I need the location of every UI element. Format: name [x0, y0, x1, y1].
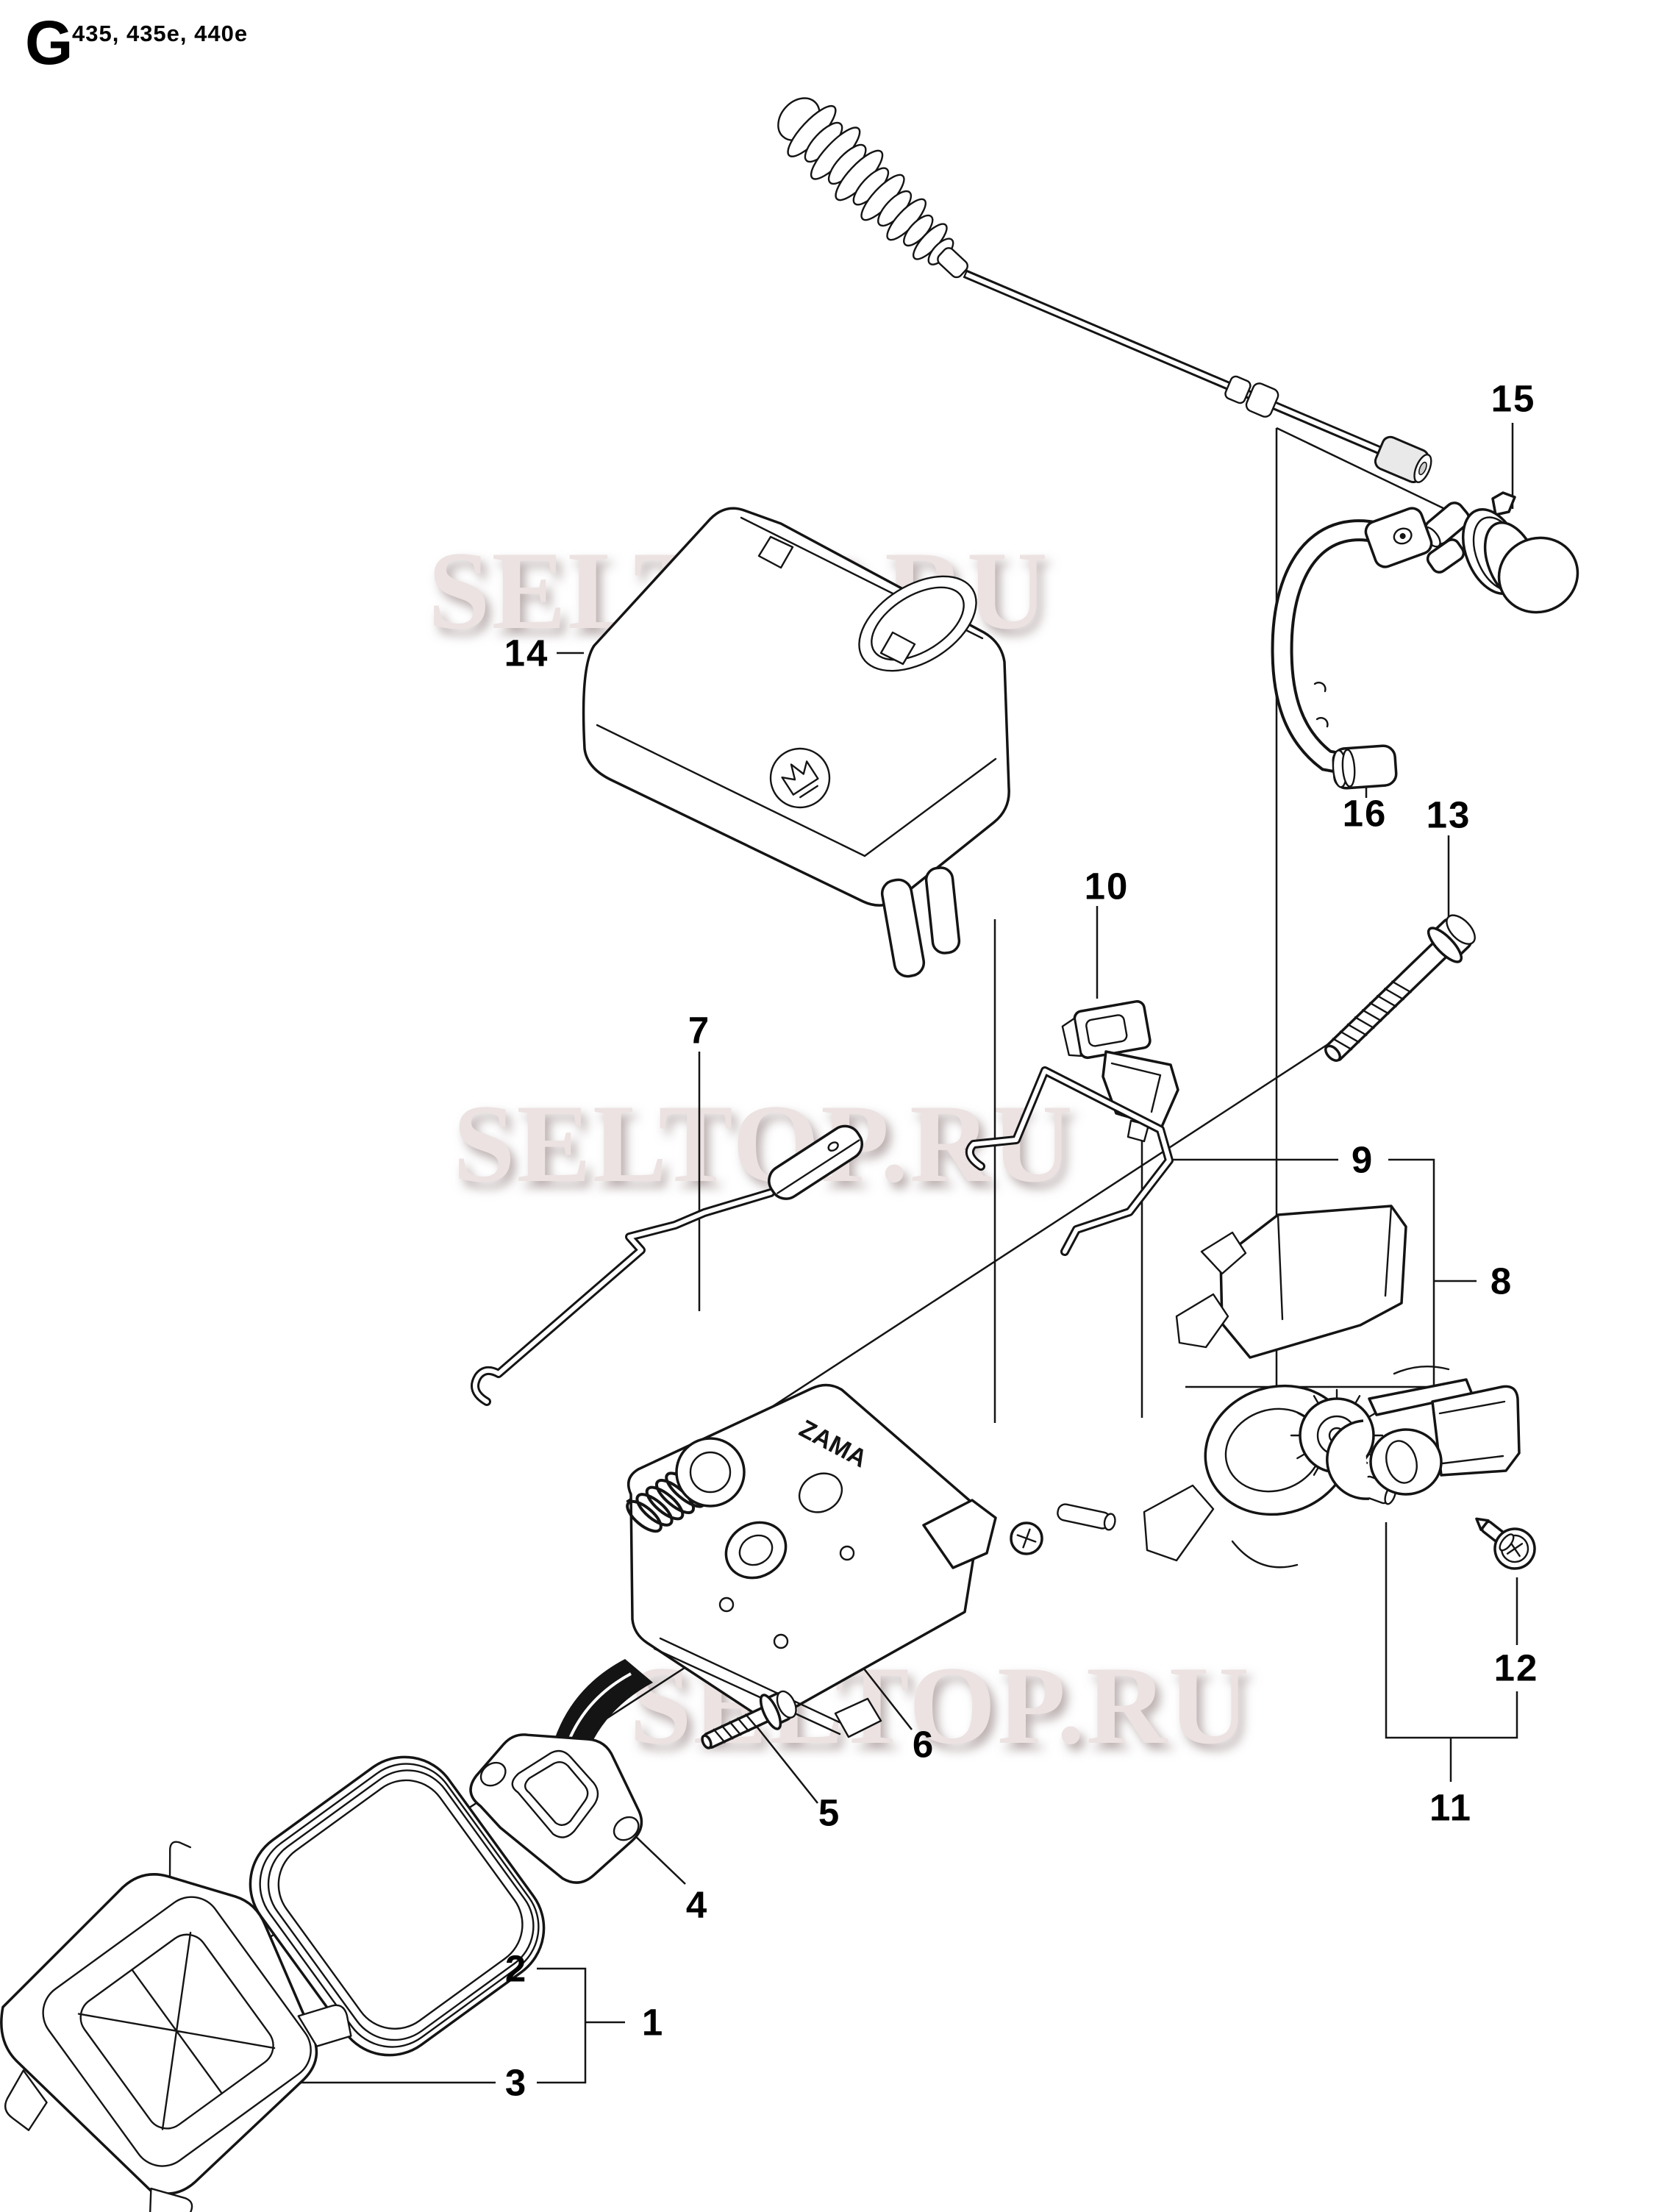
part-label-1: 1 — [641, 2001, 665, 2044]
throttle-cable — [777, 97, 1432, 484]
fuel-hose — [1271, 507, 1433, 790]
choke-rod-handle — [768, 1124, 863, 1200]
part-label-8: 8 — [1490, 1260, 1513, 1302]
part-label-16: 16 — [1342, 792, 1388, 835]
intake-manifold-assembly — [1143, 1205, 1407, 1569]
throttle-pin — [1057, 1503, 1116, 1531]
intake-flange — [469, 1659, 653, 1884]
sealing-gasket — [249, 1755, 546, 2057]
cable-clip — [1061, 1000, 1179, 1143]
part-label-4: 4 — [685, 1883, 709, 1926]
husqvarna-logo-icon — [769, 747, 831, 809]
air-box-foot — [880, 878, 926, 978]
cable-boot — [777, 97, 968, 279]
carburetor-screw — [701, 1690, 797, 1749]
throttle-spring — [965, 1066, 1174, 1256]
part-label-11: 11 — [1429, 1786, 1472, 1829]
part-label-10: 10 — [1084, 865, 1129, 907]
part-label-12: 12 — [1493, 1646, 1539, 1689]
throttle-lever — [922, 1499, 997, 1569]
part-label-6: 6 — [912, 1723, 935, 1766]
cable-coupler — [1224, 375, 1279, 418]
part-label-5: 5 — [818, 1791, 841, 1834]
hose-ferrule-upper — [1364, 507, 1433, 568]
part-label-7: 7 — [688, 1009, 711, 1052]
choke-rod — [471, 1124, 863, 1406]
part-label-15: 15 — [1490, 377, 1536, 420]
carburetor-bolt — [1324, 914, 1476, 1062]
hose-ferrule-lower — [1332, 744, 1398, 790]
part-label-9: 9 — [1351, 1138, 1374, 1181]
latch-screw — [1475, 1517, 1536, 1570]
model-list: 435, 435e, 440e — [72, 21, 249, 46]
choke-latch — [1326, 1366, 1521, 1500]
air-box — [582, 507, 1010, 978]
air-box-clip — [879, 631, 916, 666]
air-box-clip — [757, 535, 794, 569]
idle-screw — [1010, 1521, 1043, 1555]
part-label-14: 14 — [504, 632, 549, 674]
part-label-2: 2 — [504, 1947, 528, 1990]
part-label-13: 13 — [1426, 793, 1471, 836]
air-box-foot — [924, 866, 961, 955]
carburetor: ZAMA — [626, 1383, 1116, 1738]
part-label-3: 3 — [504, 2061, 528, 2104]
cable-end-cap — [1374, 435, 1432, 484]
section-letter: G — [25, 8, 74, 77]
air-filter-base — [0, 1841, 352, 2212]
primer-bulb — [1421, 491, 1579, 614]
